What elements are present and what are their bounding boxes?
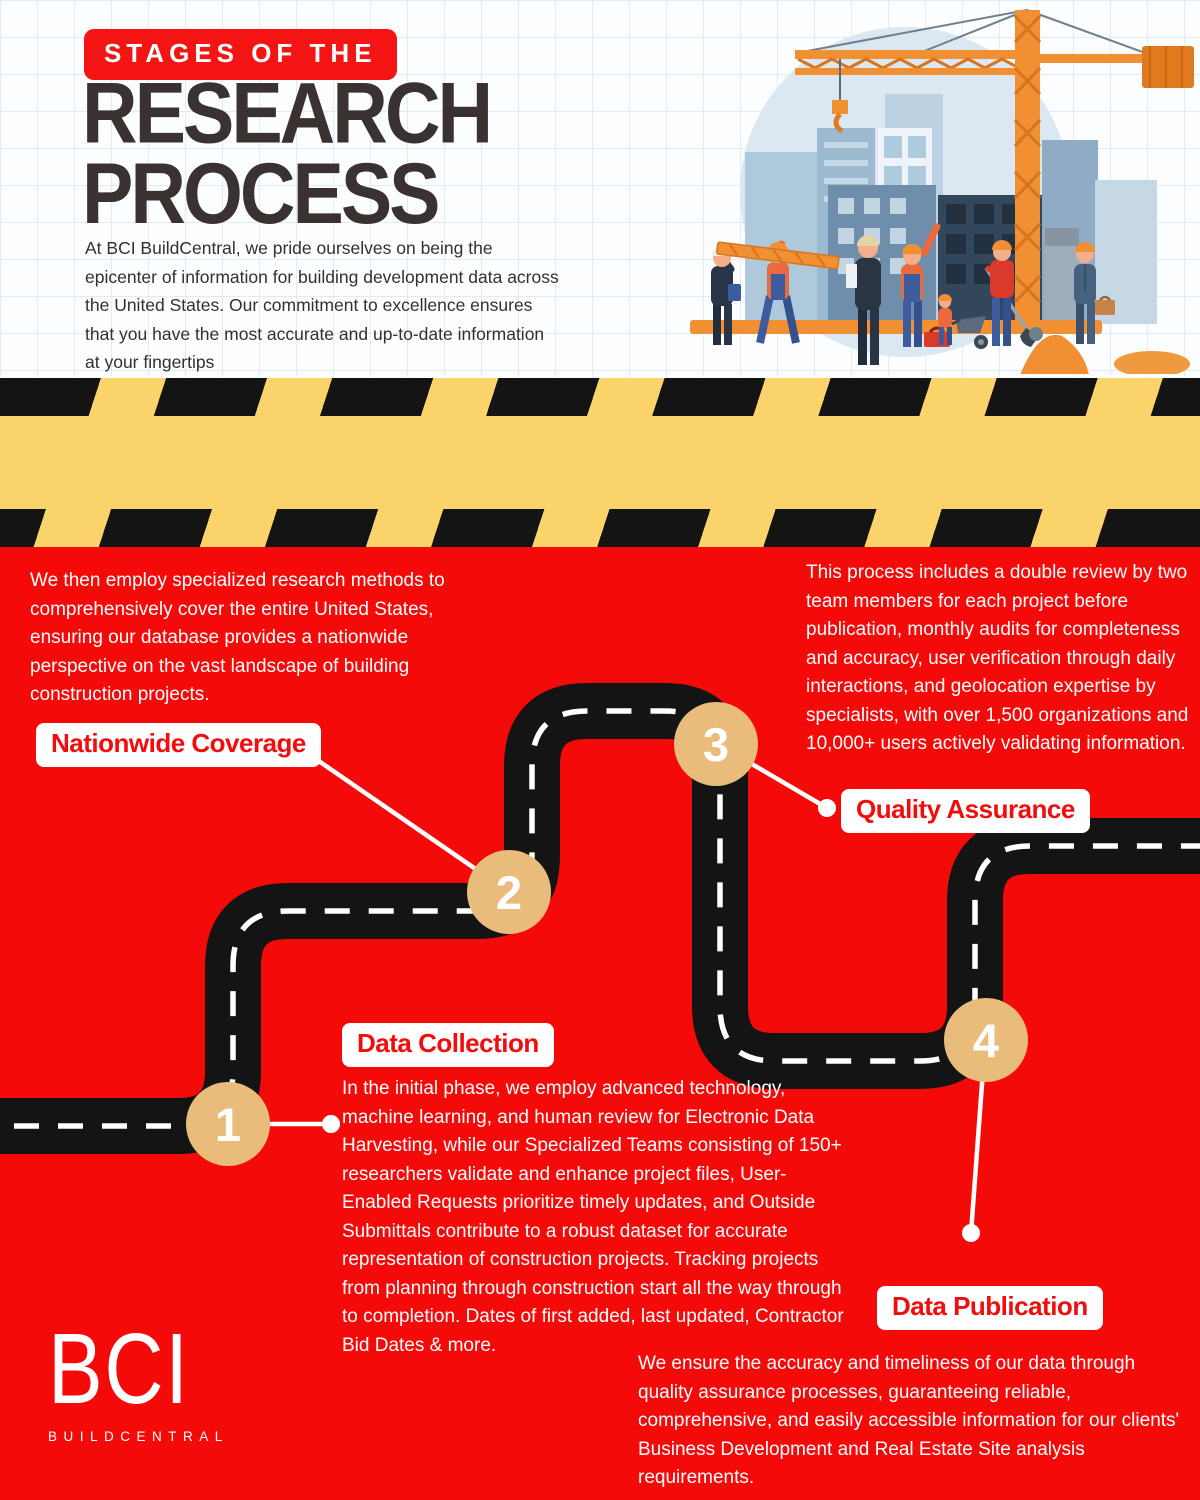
stage-number-1: 1 bbox=[214, 1097, 242, 1151]
page-title: RESEARCH PROCESS bbox=[82, 65, 493, 242]
stage-number-3: 3 bbox=[702, 717, 730, 771]
worker-shovel bbox=[984, 240, 1043, 347]
bci-logo: BCI BUILDCENTRAL bbox=[48, 1319, 229, 1444]
sand-pile-small bbox=[1114, 351, 1190, 374]
wooden-beam-icon bbox=[716, 241, 840, 270]
workers-group bbox=[711, 223, 1115, 365]
stage-description-quality-assurance: This process includes a double review by… bbox=[806, 562, 1189, 754]
construction-illustration bbox=[690, 9, 1194, 374]
crane-icon bbox=[795, 9, 1194, 324]
stage-label-data-publication: Data Publication bbox=[877, 1286, 1103, 1330]
stage-marker-4: 4 bbox=[944, 998, 1028, 1082]
badge-text: STAGES OF THE bbox=[104, 38, 377, 68]
worker-waving bbox=[901, 223, 950, 347]
bci-logo-subtext: BUILDCENTRAL bbox=[48, 1429, 229, 1444]
stage-label-quality-assurance: Quality Assurance bbox=[841, 789, 1090, 833]
process-map-section: 1 2 3 4 Nationwide Coverage Quality Assu… bbox=[0, 547, 1200, 1500]
header-section: STAGES OF THE RESEARCH PROCESS At BCI Bu… bbox=[0, 0, 1200, 378]
stage-number-4: 4 bbox=[972, 1013, 1000, 1067]
title-line-2: PROCESS bbox=[82, 145, 441, 242]
intro-paragraph: At BCI BuildCentral, we pride ourselves … bbox=[85, 238, 559, 373]
stage-number-2: 2 bbox=[495, 865, 523, 919]
connector-dot-3 bbox=[818, 799, 836, 817]
connector-dot-4 bbox=[962, 1224, 980, 1242]
header-badge: STAGES OF THE bbox=[84, 29, 397, 80]
worker-businessman-right bbox=[1074, 242, 1115, 344]
connector-dot-1 bbox=[322, 1115, 340, 1133]
stage-marker-3: 3 bbox=[674, 702, 758, 786]
stage-label-data-collection: Data Collection bbox=[342, 1023, 554, 1067]
stage-description-data-publication: We ensure the accuracy and timeliness of… bbox=[638, 1353, 1180, 1488]
caution-stripes-bottom bbox=[0, 509, 1200, 547]
worker-wheelbarrow bbox=[938, 294, 988, 349]
stage-description-data-collection: In the initial phase, we employ advanced… bbox=[342, 1078, 844, 1356]
caution-tape-band bbox=[0, 378, 1200, 547]
stage-description-nationwide-coverage: We then employ specialized research meth… bbox=[30, 570, 445, 705]
caution-stripes-top bbox=[0, 378, 1200, 416]
road-centerline bbox=[0, 708, 1200, 1129]
connector-line-4 bbox=[968, 1056, 987, 1234]
bci-logo-text: BCI bbox=[48, 1313, 190, 1425]
stage-label-nationwide-coverage: Nationwide Coverage bbox=[36, 723, 321, 767]
title-line-1: RESEARCH bbox=[82, 65, 493, 162]
sand-pile bbox=[1020, 334, 1089, 374]
worker-supervisor-back bbox=[846, 235, 881, 365]
stage-marker-2: 2 bbox=[467, 850, 551, 934]
stage-marker-1: 1 bbox=[186, 1082, 270, 1166]
